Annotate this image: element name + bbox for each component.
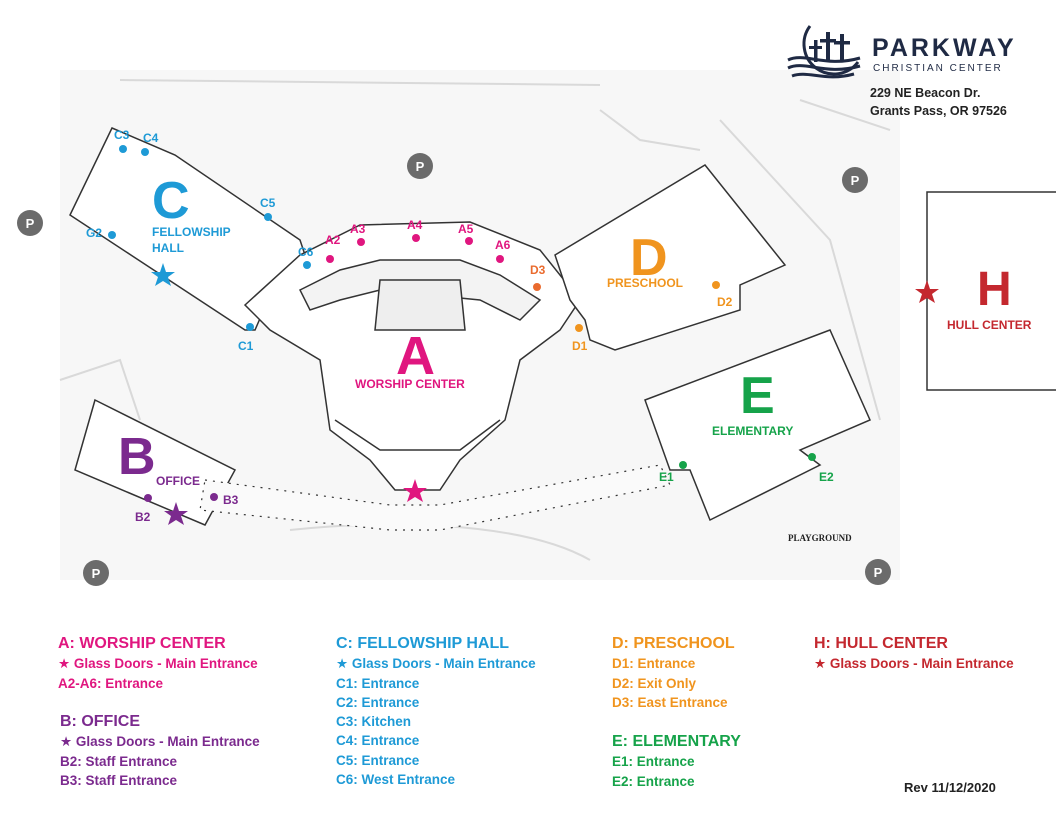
parking-icon: P xyxy=(17,210,43,236)
building-e-label: ELEMENTARY xyxy=(712,424,793,438)
star-icon: ★ xyxy=(60,734,73,750)
legend-e-title: E: ELEMENTARY xyxy=(612,733,741,750)
legend-d-item: D2: Exit Only xyxy=(612,675,697,691)
parking-icon: P xyxy=(865,559,891,585)
pin-c4: C4 xyxy=(143,131,159,145)
building-h-letter: H xyxy=(977,263,1012,316)
building-d-outline xyxy=(554,164,787,351)
parking-icon: P xyxy=(83,560,109,586)
building-b-outline xyxy=(74,398,237,526)
pin-e2: E2 xyxy=(819,470,834,484)
legend-d-item: D1: Entrance xyxy=(612,656,696,672)
pin-c1: C1 xyxy=(238,339,254,353)
building-h-outline xyxy=(926,191,1056,391)
legend-b-item: B2: Staff Entrance xyxy=(60,753,178,769)
legend-e: E: ELEMENTARY E1: Entrance E2: Entrance xyxy=(612,732,741,791)
building-d-letter: D xyxy=(630,229,668,287)
playground-label: PLAYGROUND xyxy=(788,533,852,543)
building-h-label: HULL CENTER xyxy=(947,318,1032,332)
pin-c6: C6 xyxy=(298,245,314,259)
star-icon: ★ xyxy=(336,656,349,672)
legend-b-title: B: OFFICE xyxy=(60,713,140,730)
walkway xyxy=(199,464,671,531)
legend-c-title: C: FELLOWSHIP HALL xyxy=(336,635,510,652)
pin-a3: A3 xyxy=(350,222,366,236)
legend-c: C: FELLOWSHIP HALL ★ Glass Doors - Main … xyxy=(336,634,536,789)
legend-c-item: ★ Glass Doors - Main Entrance xyxy=(336,656,536,672)
parking-letter: P xyxy=(26,216,35,231)
building-b-label: OFFICE xyxy=(156,474,200,488)
address-line-2: Grants Pass, OR 97526 xyxy=(870,104,1007,118)
pin-c3: C3 xyxy=(114,128,130,142)
star-icon xyxy=(164,502,188,525)
parking-icons: P P P P P xyxy=(17,153,891,586)
star-icon: ★ xyxy=(58,656,71,672)
pin-a6: A6 xyxy=(495,238,511,252)
building-a-letter: A xyxy=(396,326,435,386)
building-a-label: WORSHIP CENTER xyxy=(355,377,465,391)
pin-b2: B2 xyxy=(135,510,151,524)
building-c-letter: C xyxy=(152,172,190,230)
legend-a: A: WORSHIP CENTER ★ Glass Doors - Main E… xyxy=(58,634,258,693)
pin-d1: D1 xyxy=(572,339,588,353)
parking-letter: P xyxy=(851,173,860,188)
pin-g2: G2 xyxy=(86,226,102,240)
legend-c-item: C5: Entrance xyxy=(336,752,420,768)
main-entrance-stars xyxy=(151,263,939,525)
legend-c-item: C6: West Entrance xyxy=(336,772,456,788)
brand-subtitle: CHRISTIAN CENTER xyxy=(873,63,1003,74)
legend-d-item: D3: East Entrance xyxy=(612,694,728,710)
legend-b-item: ★ Glass Doors - Main Entrance xyxy=(60,734,260,750)
building-c-label-2: HALL xyxy=(152,241,184,255)
legend-h-item: ★ Glass Doors - Main Entrance xyxy=(814,656,1014,672)
legend-e-item: E2: Entrance xyxy=(612,773,695,789)
pin-a5: A5 xyxy=(458,222,474,236)
legend-e-item: E1: Entrance xyxy=(612,754,695,770)
building-b-letter: B xyxy=(118,428,156,486)
parking-icon: P xyxy=(407,153,433,179)
legend-d: D: PRESCHOOL D1: Entrance D2: Exit Only … xyxy=(612,634,735,712)
legend-c-item: C3: Kitchen xyxy=(336,714,412,730)
legend-a-item: ★ Glass Doors - Main Entrance xyxy=(58,656,258,672)
legend-b: B: OFFICE ★ Glass Doors - Main Entrance … xyxy=(60,712,260,790)
pin-b3: B3 xyxy=(223,493,239,507)
address-line-1: 229 NE Beacon Dr. xyxy=(870,86,981,100)
legend-h-title: H: HULL CENTER xyxy=(814,635,948,652)
building-d-label: PRESCHOOL xyxy=(607,276,683,290)
revision-date: Rev 11/12/2020 xyxy=(904,780,996,795)
parking-letter: P xyxy=(416,159,425,174)
building-letters: C FELLOWSHIP HALL A WORSHIP CENTER D PRE… xyxy=(118,172,1032,543)
pin-c5: C5 xyxy=(260,196,276,210)
legend-c-item: C2: Entrance xyxy=(336,694,420,710)
legend-c-item: C4: Entrance xyxy=(336,733,420,749)
star-icon xyxy=(403,479,427,502)
legend-h: H: HULL CENTER ★ Glass Doors - Main Entr… xyxy=(814,634,1014,674)
crosses-logo-icon xyxy=(787,25,861,79)
legend-a-item: A2-A6: Entrance xyxy=(58,675,164,691)
building-a-outline xyxy=(243,221,581,491)
pin-d2: D2 xyxy=(717,295,733,309)
brand-block: PARKWAY CHRISTIAN CENTER 229 NE Beacon D… xyxy=(780,20,1050,120)
parking-letter: P xyxy=(92,566,101,581)
star-icon xyxy=(151,263,175,286)
legend-c-item: C1: Entrance xyxy=(336,675,420,691)
pin-a2: A2 xyxy=(325,233,341,247)
building-c-label-1: FELLOWSHIP xyxy=(152,225,231,239)
building-e-letter: E xyxy=(740,367,775,425)
pin-d3: D3 xyxy=(530,263,546,277)
entrance-pins: C3 C4 C5 G2 C6 C1 A2 A3 A4 A5 A6 D3 D1 D… xyxy=(86,128,834,524)
parking-icon: P xyxy=(842,167,868,193)
star-icon xyxy=(915,280,939,303)
legend-d-title: D: PRESCHOOL xyxy=(612,635,735,652)
star-icon: ★ xyxy=(814,656,827,672)
parking-letter: P xyxy=(874,565,883,580)
pin-e1: E1 xyxy=(659,470,674,484)
legend-a-title: A: WORSHIP CENTER xyxy=(58,635,226,652)
pin-a4: A4 xyxy=(407,218,423,232)
legend-b-item: B3: Staff Entrance xyxy=(60,772,178,788)
building-e-outline xyxy=(644,329,871,522)
brand-name: PARKWAY xyxy=(872,34,1017,62)
